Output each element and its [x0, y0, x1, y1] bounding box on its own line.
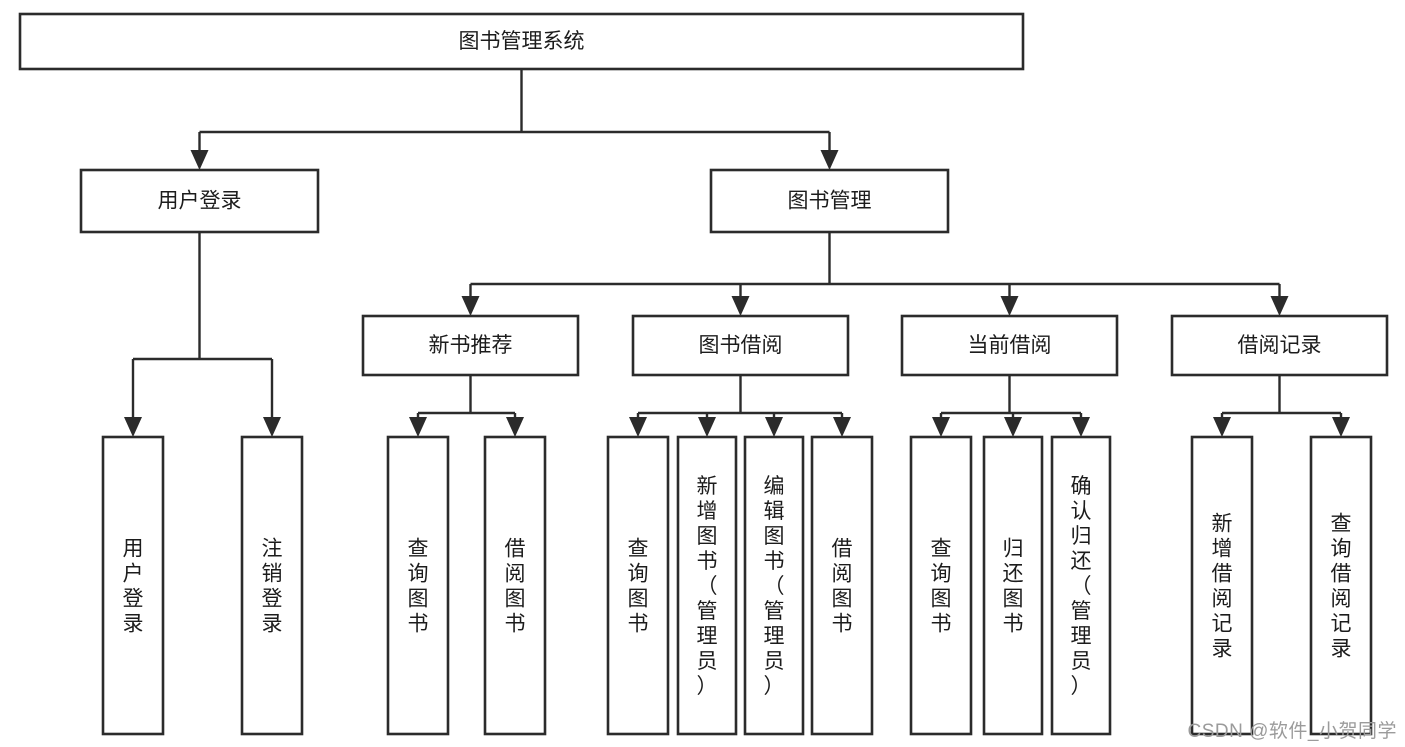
node-box[interactable]: [606, 435, 670, 736]
node-box[interactable]: [1190, 435, 1254, 736]
node-box[interactable]: [810, 435, 874, 736]
connector-group-root: [190, 69, 839, 170]
node-box[interactable]: [18, 12, 1025, 71]
level3-node-new-book-recommend[interactable]: 新书推荐: [361, 314, 580, 377]
node-box[interactable]: [1170, 314, 1389, 377]
node-box[interactable]: [982, 435, 1044, 736]
level3-node-book-borrow[interactable]: 图书借阅: [631, 314, 850, 377]
connector-group-user-login: [124, 232, 281, 437]
node-label: 查询图书: [408, 538, 429, 636]
node-box[interactable]: [743, 435, 805, 736]
arrow-head-icon: [1072, 417, 1090, 437]
leaf-node-leaf-query-borrow-record[interactable]: 查询借阅记录: [1309, 435, 1373, 736]
leaf-node-leaf-confirm-return[interactable]: 确认归还（管理员）: [1050, 435, 1112, 736]
node-label: 借阅图书: [505, 538, 526, 636]
connector-group-borrow-record: [1213, 375, 1350, 437]
connector-layer: [124, 69, 1350, 437]
node-box[interactable]: [1050, 435, 1112, 736]
node-label: 用户登录: [158, 190, 242, 213]
root-node[interactable]: 图书管理系统: [18, 12, 1025, 71]
arrow-head-icon: [629, 417, 647, 437]
leaf-node-leaf-logout-login[interactable]: 注销登录: [240, 435, 304, 736]
node-box[interactable]: [1309, 435, 1373, 736]
node-box[interactable]: [631, 314, 850, 377]
level2-node-user-login[interactable]: 用户登录: [79, 168, 320, 234]
arrow-head-icon: [765, 417, 783, 437]
node-label: 图书借阅: [699, 334, 783, 357]
connector-group-current-borrow: [932, 375, 1090, 437]
leaf-node-leaf-edit-book[interactable]: 编辑图书（管理员）: [743, 435, 805, 736]
node-box[interactable]: [900, 314, 1119, 377]
arrow-head-icon: [932, 417, 950, 437]
connector-group-book-management: [461, 232, 1289, 316]
node-label: 图书管理: [788, 190, 872, 213]
node-label: 新增图书（管理员）: [697, 475, 718, 698]
arrow-head-icon: [820, 150, 839, 170]
leaf-node-leaf-borrow-book-1[interactable]: 借阅图书: [483, 435, 547, 736]
node-label: 归还图书: [1003, 538, 1024, 636]
arrow-head-icon: [1332, 417, 1350, 437]
arrow-head-icon: [263, 417, 281, 437]
arrow-head-icon: [506, 417, 524, 437]
arrow-head-icon: [1213, 417, 1231, 437]
node-layer: 图书管理系统用户登录图书管理新书推荐图书借阅当前借阅借阅记录用户登录注销登录查询…: [18, 12, 1389, 736]
leaf-node-leaf-add-borrow-record[interactable]: 新增借阅记录: [1190, 435, 1254, 736]
leaf-node-leaf-query-book-3[interactable]: 查询图书: [909, 435, 973, 736]
node-box[interactable]: [101, 435, 165, 736]
arrow-head-icon: [461, 296, 480, 316]
level3-node-current-borrow[interactable]: 当前借阅: [900, 314, 1119, 377]
node-box[interactable]: [386, 435, 450, 736]
node-label: 新增借阅记录: [1212, 513, 1233, 661]
connector-group-new-book-recommend: [409, 375, 524, 437]
node-box[interactable]: [909, 435, 973, 736]
leaf-node-leaf-return-book[interactable]: 归还图书: [982, 435, 1044, 736]
node-label: 查询图书: [628, 538, 649, 636]
node-box[interactable]: [676, 435, 738, 736]
node-label: 编辑图书（管理员）: [764, 475, 785, 698]
leaf-node-leaf-user-login[interactable]: 用户登录: [101, 435, 165, 736]
arrow-head-icon: [124, 417, 142, 437]
leaf-node-leaf-borrow-book-2[interactable]: 借阅图书: [810, 435, 874, 736]
node-label: 新书推荐: [429, 334, 513, 357]
node-box[interactable]: [361, 314, 580, 377]
node-box[interactable]: [709, 168, 950, 234]
node-box[interactable]: [240, 435, 304, 736]
node-label: 注销登录: [262, 538, 283, 636]
arrow-head-icon: [731, 296, 750, 316]
node-label: 查询借阅记录: [1331, 513, 1352, 661]
node-box[interactable]: [483, 435, 547, 736]
arrow-head-icon: [1004, 417, 1022, 437]
arrow-head-icon: [1000, 296, 1019, 316]
level2-node-book-management[interactable]: 图书管理: [709, 168, 950, 234]
node-label: 确认归还（管理员）: [1071, 475, 1092, 698]
arrow-head-icon: [409, 417, 427, 437]
node-label: 查询图书: [931, 538, 952, 636]
leaf-node-leaf-query-book-2[interactable]: 查询图书: [606, 435, 670, 736]
level3-node-borrow-record[interactable]: 借阅记录: [1170, 314, 1389, 377]
node-label: 借阅图书: [832, 538, 853, 636]
node-label: 借阅记录: [1238, 334, 1322, 357]
connector-group-book-borrow: [629, 375, 851, 437]
arrow-head-icon: [190, 150, 209, 170]
node-box[interactable]: [79, 168, 320, 234]
node-label: 当前借阅: [968, 334, 1052, 357]
node-label: 图书管理系统: [459, 30, 585, 53]
arrow-head-icon: [1270, 296, 1289, 316]
arrow-head-icon: [833, 417, 851, 437]
leaf-node-leaf-add-book[interactable]: 新增图书（管理员）: [676, 435, 738, 736]
arrow-head-icon: [698, 417, 716, 437]
leaf-node-leaf-query-book-1[interactable]: 查询图书: [386, 435, 450, 736]
node-label: 用户登录: [123, 538, 144, 636]
